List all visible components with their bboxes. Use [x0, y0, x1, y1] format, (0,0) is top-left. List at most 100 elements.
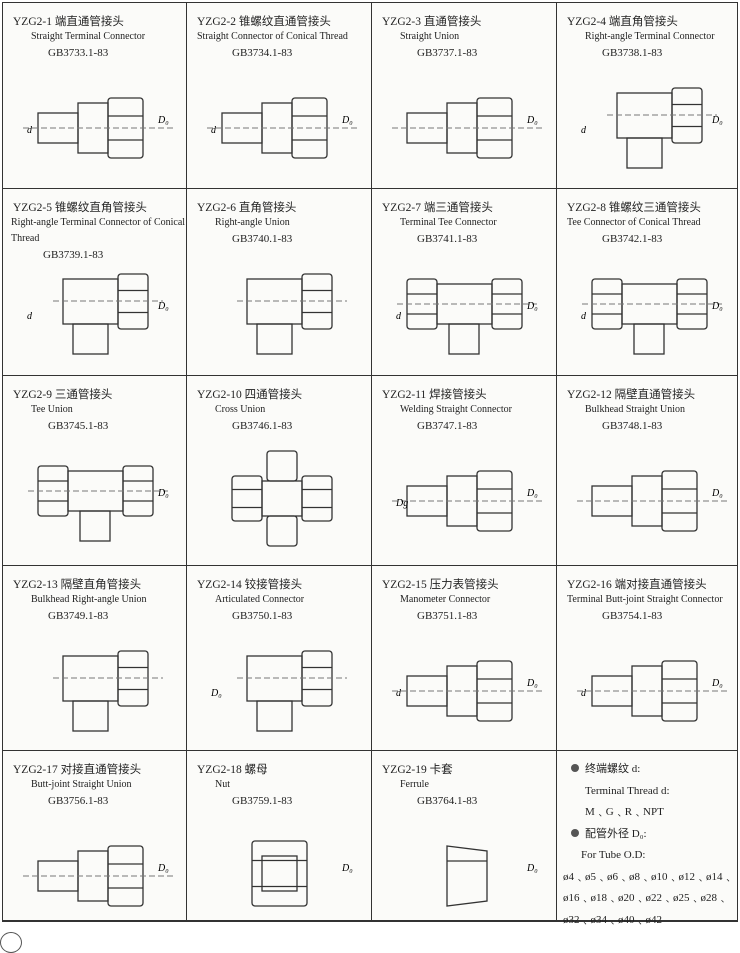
catalog-item-yzg2-1: YZG2-1 端直通管接头 Straight Terminal Connecto… — [3, 3, 187, 189]
fitting-drawing: D₀ — [251, 840, 353, 907]
fitting-drawing: D₀ — [392, 97, 542, 159]
item-name-cn: 螺母 — [244, 764, 268, 776]
item-title: YZG2-13 隔壁直角管接头 — [13, 576, 141, 592]
item-standard: GB3764.1-83 — [417, 795, 478, 807]
dim-label-right: D₀ — [157, 488, 169, 499]
item-name-cn: 隔壁直通管接头 — [614, 389, 696, 401]
dim-label-right: D₀ — [157, 115, 169, 126]
item-name-cn: 四通管接头 — [244, 389, 303, 401]
item-code: YZG2-1 — [13, 16, 52, 28]
item-name-cn: 锥螺纹直通管接头 — [238, 16, 331, 28]
catalog-item-yzg2-17: YZG2-17 对接直通管接头 Butt-joint Straight Unio… — [3, 751, 187, 921]
dim-label-right: D₀ — [526, 488, 538, 499]
tube-sizes-1: ø4﹑ø5﹑ø6﹑ø8﹑ø10﹑ø12﹑ø14﹑ — [563, 870, 734, 883]
item-title: YZG2-17 对接直通管接头 — [13, 761, 141, 777]
item-name-cn: 铰接管接头 — [244, 579, 303, 591]
catalog-item-yzg2-3: YZG2-3 直通管接头 Straight Union GB3737.1-83 … — [372, 3, 557, 189]
item-title: YZG2-15 压力表管接头 — [382, 576, 499, 592]
dim-label-right: D₀ — [341, 863, 353, 874]
item-title: YZG2-2 锥螺纹直通管接头 — [197, 13, 331, 29]
item-name-en: Right-angle Terminal Connector of Conica… — [11, 217, 186, 228]
thread-label-cn: 终端螺纹 d: — [585, 763, 641, 775]
item-standard: GB3751.1-83 — [417, 610, 478, 622]
item-standard: GB3742.1-83 — [602, 233, 663, 245]
item-name-en: Straight Connector of Conical Thread — [197, 31, 348, 42]
item-standard: GB3745.1-83 — [48, 420, 109, 432]
item-title: YZG2-10 四通管接头 — [197, 386, 302, 402]
item-code: YZG2-5 — [13, 202, 52, 214]
item-code: YZG2-7 — [382, 202, 421, 214]
fitting-drawing: D₀ — [210, 650, 347, 732]
item-title: YZG2-16 端对接直通管接头 — [567, 576, 707, 592]
dim-label-right: D₀ — [711, 301, 723, 312]
item-standard: GB3759.1-83 — [232, 795, 293, 807]
dim-label-left: D₀ — [210, 688, 222, 699]
fitting-drawing: D₀ — [446, 845, 538, 907]
item-title: YZG2-11 焊接管接头 — [382, 386, 487, 402]
item-name-en: Nut — [215, 779, 230, 790]
fitting-drawing: D₀ — [577, 470, 727, 532]
item-standard: GB3733.1-83 — [48, 47, 109, 59]
item-title: YZG2-1 端直通管接头 — [13, 13, 124, 29]
item-name-en: Terminal Tee Connector — [400, 217, 497, 228]
catalog-item-yzg2-19: YZG2-19 卡套 Ferrule GB3764.1-83 D₀ — [372, 751, 557, 921]
dim-label-right: D₀ — [157, 863, 169, 874]
item-name-en: Terminal Butt-joint Straight Connector — [567, 594, 723, 605]
dim-label-left: Dg — [395, 498, 408, 509]
item-title: YZG2-4 端直角管接头 — [567, 13, 678, 29]
item-standard: GB3738.1-83 — [602, 47, 663, 59]
thread-types: M﹑G﹑R﹑NPT — [585, 806, 664, 818]
item-title: YZG2-3 直通管接头 — [382, 13, 481, 29]
item-name-en: Tee Union — [31, 404, 73, 415]
dim-label-left: d — [211, 125, 217, 136]
catalog-item-yzg2-14: YZG2-14 铰接管接头 Articulated Connector GB37… — [187, 566, 372, 751]
page-corner-mark — [0, 932, 22, 953]
catalog-item-yzg2-9: YZG2-9 三通管接头 Tee Union GB3745.1-83 D₀ — [3, 376, 187, 566]
item-standard: GB3747.1-83 — [417, 420, 478, 432]
item-code: YZG2-4 — [567, 16, 606, 28]
item-name-en: Ferrule — [400, 779, 429, 790]
dim-label-right: D₀ — [711, 488, 723, 499]
item-standard: GB3746.1-83 — [232, 420, 293, 432]
item-name-cn: 三通管接头 — [54, 389, 113, 401]
item-title: YZG2-14 铰接管接头 — [197, 576, 302, 592]
dim-label-left: d — [396, 688, 402, 699]
item-name-en: Manometer Connector — [400, 594, 491, 605]
tube-label-en: For Tube O.D: — [581, 849, 646, 861]
fitting-drawing: d D₀ — [577, 660, 727, 722]
item-name-en: Butt-joint Straight Union — [31, 779, 132, 790]
catalog-item-yzg2-4: YZG2-4 端直角管接头 Right-angle Terminal Conne… — [557, 3, 737, 189]
item-title: YZG2-18 螺母 — [197, 761, 268, 777]
item-code: YZG2-15 — [382, 579, 427, 591]
item-name-cn: 对接直通管接头 — [60, 764, 142, 776]
item-name-cn: 端直通管接头 — [54, 16, 124, 28]
fitting-drawing — [237, 273, 347, 355]
item-name-cn: 焊接管接头 — [429, 389, 487, 401]
catalog-item-yzg2-18: YZG2-18 螺母 Nut GB3759.1-83 D₀ — [187, 751, 372, 921]
item-code: YZG2-14 — [197, 579, 242, 591]
item-code: YZG2-19 — [382, 764, 427, 776]
item-name-cn: 端对接直通管接头 — [614, 579, 707, 591]
item-name-en: Right-angle Terminal Connector — [585, 31, 715, 42]
fitting-drawing: D₀ — [23, 845, 173, 907]
catalog-item-yzg2-6: YZG2-6 直角管接头 Right-angle Union GB3740.1-… — [187, 189, 372, 376]
item-name-en: Bulkhead Right-angle Union — [31, 594, 147, 605]
item-title: YZG2-6 直角管接头 — [197, 199, 296, 215]
item-code: YZG2-2 — [197, 16, 236, 28]
item-code: YZG2-11 — [382, 389, 427, 401]
catalog-item-yzg2-8: YZG2-8 锥螺纹三通管接头 Tee Connector of Conical… — [557, 189, 737, 376]
item-title: YZG2-7 端三通管接头 — [382, 199, 493, 215]
catalog-item-yzg2-15: YZG2-15 压力表管接头 Manometer Connector GB375… — [372, 566, 557, 751]
dim-label-left: d — [581, 688, 587, 699]
item-title: YZG2-12 隔壁直通管接头 — [567, 386, 695, 402]
item-name-en: Straight Union — [400, 31, 460, 42]
item-title: YZG2-19 卡套 — [382, 761, 453, 777]
dim-label-right: D₀ — [526, 115, 538, 126]
item-name-cn: 直通管接头 — [423, 16, 482, 28]
item-name-cn: 锥螺纹三通管接头 — [608, 202, 701, 214]
catalog-item-yzg2-2: YZG2-2 锥螺纹直通管接头 Straight Connector of Co… — [187, 3, 372, 189]
item-standard: GB3734.1-83 — [232, 47, 293, 59]
catalog-item-yzg2-12: YZG2-12 隔壁直通管接头 Bulkhead Straight Union … — [557, 376, 737, 566]
item-name-en: Tee Connector of Conical Thread — [567, 217, 701, 228]
item-title: YZG2-9 三通管接头 — [13, 386, 112, 402]
